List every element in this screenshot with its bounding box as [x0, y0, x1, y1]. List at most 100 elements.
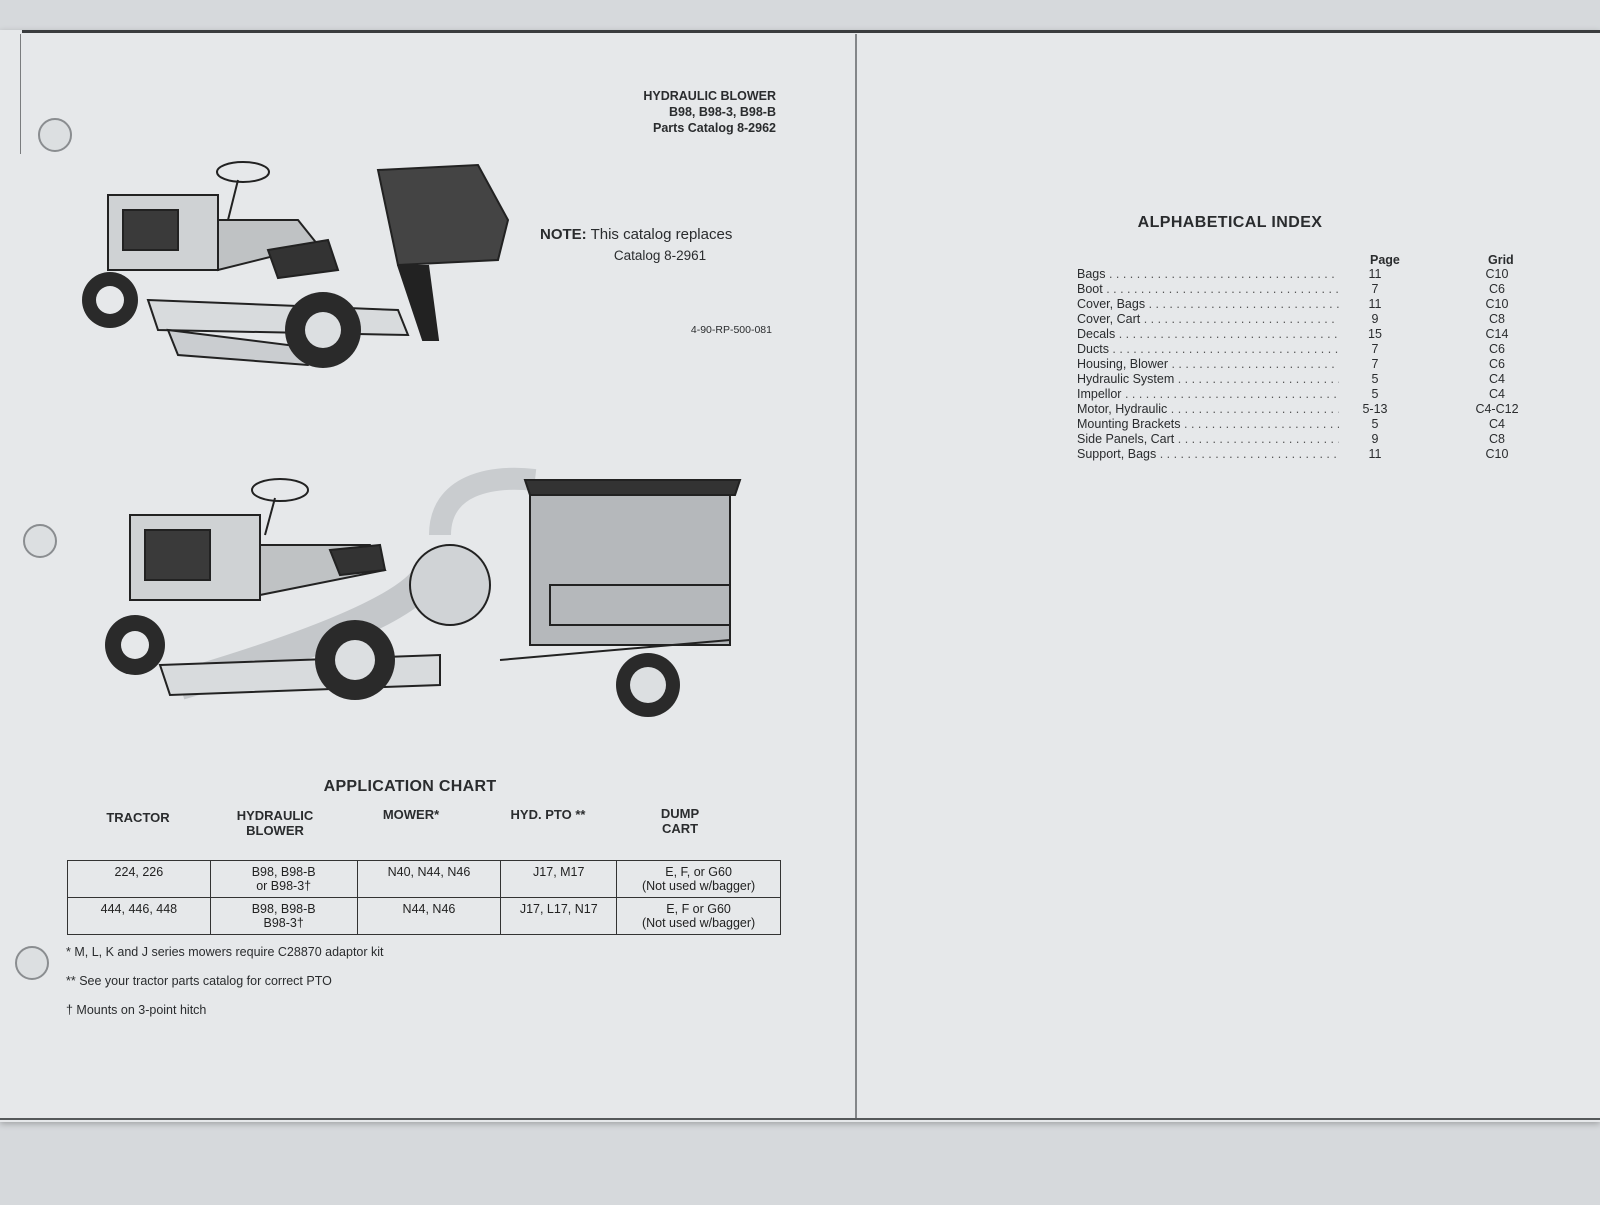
index-entry-page: 15: [1368, 327, 1382, 341]
index-entry-name: Boot: [1077, 282, 1339, 297]
cell-line: B98-3†: [263, 916, 304, 930]
index-entry: Side Panels, Cart 9 C8: [1077, 432, 1553, 447]
index-entry-name: Mounting Brackets: [1077, 417, 1339, 432]
index-entry: Boot 7 C6: [1077, 282, 1553, 297]
index-entry-grid: C4: [1489, 387, 1505, 401]
bottom-rule: [0, 1118, 1600, 1120]
cell-cart: E, F or G60 (Not used w/bagger): [616, 897, 781, 935]
index-entry-grid: C4: [1489, 372, 1505, 386]
index-entry-grid: C8: [1489, 312, 1505, 326]
index-entry-name: Motor, Hydraulic: [1077, 402, 1339, 417]
top-rule: [22, 30, 1600, 33]
index-entry: Housing, Blower 7 C6: [1077, 357, 1553, 372]
document-number: 4-90-RP-500-081: [690, 324, 772, 336]
punch-hole-top: [38, 118, 72, 152]
cell-tractor: 444, 446, 448: [67, 897, 211, 935]
index-entry: Cover, Bags 11 C10: [1077, 297, 1553, 312]
footnote-mower: * M, L, K and J series mowers require C2…: [66, 945, 384, 959]
col-head-blower: HYDRAULIC BLOWER: [210, 808, 340, 838]
cell-line: E, F or G60: [666, 902, 731, 916]
table-row: 224, 226 B98, B98-B or B98-3† N40, N44, …: [67, 860, 781, 898]
index-entry-grid: C10: [1485, 297, 1509, 311]
cell-blower: B98, B98-B or B98-3†: [209, 860, 358, 898]
index-entry-name: Bags: [1077, 267, 1339, 282]
index-entry-name: Decals: [1077, 327, 1339, 342]
footnote-hitch: † Mounts on 3-point hitch: [66, 1003, 207, 1017]
catalog-number: Parts Catalog 8-2962: [653, 121, 776, 135]
col-head-line: TRACTOR: [106, 810, 170, 825]
application-chart-table: 224, 226 B98, B98-B or B98-3† N40, N44, …: [67, 860, 781, 935]
index-grid-header: Grid: [1488, 253, 1514, 267]
index-entry-name: Cover, Cart: [1077, 312, 1339, 327]
index-entry-grid: C6: [1489, 357, 1505, 371]
note-text: This catalog replaces: [590, 226, 733, 243]
index-entry-page: 5-13: [1362, 402, 1388, 416]
cell-line: or B98-3†: [256, 879, 312, 893]
application-chart-title: APPLICATION CHART: [323, 778, 497, 795]
index-entry-name: Support, Bags: [1077, 447, 1339, 462]
index-entry-grid: C10: [1485, 267, 1509, 281]
replacement-note: NOTE: This catalog replaces: [540, 226, 776, 243]
catalog-header: HYDRAULIC BLOWER B98, B98-3, B98-B Parts…: [560, 88, 776, 136]
index-entry: Impellor 5 C4: [1077, 387, 1553, 402]
index-entry-grid: C4-C12: [1475, 402, 1519, 416]
catalog-page: HYDRAULIC BLOWER B98, B98-3, B98-B Parts…: [0, 30, 1600, 1122]
tractor-with-dump-cart-icon: [100, 435, 760, 735]
col-head-line: HYDRAULIC: [236, 808, 314, 823]
col-head-line: MOWER*: [382, 807, 440, 822]
index-entry-grid: C4: [1489, 417, 1505, 431]
note-label: NOTE:: [540, 226, 587, 243]
cell-line: (Not used w/bagger): [641, 916, 756, 930]
cell-pto: J17, L17, N17: [500, 897, 618, 935]
table-row: 444, 446, 448 B98, B98-B B98-3† N44, N46…: [67, 897, 781, 935]
catalog-title: HYDRAULIC BLOWER: [643, 89, 776, 103]
index-entry-name: Cover, Bags: [1077, 297, 1339, 312]
col-head-mower: MOWER*: [356, 807, 466, 822]
index-entry-name: Housing, Blower: [1077, 357, 1339, 372]
index-entry: Ducts 7 C6: [1077, 342, 1553, 357]
cell-line: B98, B98-B: [251, 865, 316, 879]
index-entry: Hydraulic System 5 C4: [1077, 372, 1553, 387]
index-entry-page: 9: [1371, 432, 1379, 446]
col-head-cart: DUMP CART: [630, 806, 730, 836]
cell-line: (Not used w/bagger): [641, 879, 756, 893]
index-entry: Bags 11 C10: [1077, 267, 1553, 282]
cell-line: E, F, or G60: [665, 865, 732, 879]
index-entry-grid: C6: [1489, 342, 1505, 356]
cell-mower: N44, N46: [356, 897, 502, 935]
index-entry-page: 11: [1368, 447, 1382, 461]
tractor-with-bagger-icon: [78, 150, 528, 370]
index-entry-grid: C6: [1489, 282, 1505, 296]
index-entry-page: 7: [1371, 342, 1379, 356]
index-entry-page: 7: [1371, 357, 1379, 371]
index-entry: Motor, Hydraulic 5-13 C4-C12: [1077, 402, 1553, 417]
catalog-models: B98, B98-3, B98-B: [669, 105, 776, 119]
index-entry-grid: C10: [1485, 447, 1509, 461]
cell-blower: B98, B98-B B98-3†: [209, 897, 358, 935]
index-entry-grid: C14: [1485, 327, 1509, 341]
col-head-tractor: TRACTOR: [88, 810, 188, 825]
page-fold-line: [855, 34, 857, 1118]
col-head-line: HYD. PTO **: [510, 807, 586, 822]
index-entry: Mounting Brackets 5 C4: [1077, 417, 1553, 432]
col-head-line: DUMP: [660, 806, 700, 821]
cell-pto: J17, M17: [500, 860, 618, 898]
index-entry-page: 11: [1368, 267, 1382, 281]
index-entry-page: 5: [1371, 387, 1379, 401]
index-entry-page: 5: [1371, 372, 1379, 386]
index-entry: Cover, Cart 9 C8: [1077, 312, 1553, 327]
punch-hole-bottom: [15, 946, 49, 980]
col-head-pto: HYD. PTO **: [488, 807, 608, 822]
col-head-line: CART: [661, 821, 699, 836]
index-entry-name: Side Panels, Cart: [1077, 432, 1339, 447]
replaced-catalog: Catalog 8-2961: [613, 248, 707, 263]
punch-hole-middle: [23, 524, 57, 558]
index-entry-name: Impellor: [1077, 387, 1339, 402]
index-entry-page: 5: [1371, 417, 1379, 431]
index-entry-name: Ducts: [1077, 342, 1339, 357]
index-entry-page: 9: [1371, 312, 1379, 326]
cell-cart: E, F, or G60 (Not used w/bagger): [616, 860, 781, 898]
left-edge-line: [20, 34, 21, 154]
cell-line: B98, B98-B: [251, 902, 316, 916]
col-head-line: BLOWER: [246, 823, 304, 838]
